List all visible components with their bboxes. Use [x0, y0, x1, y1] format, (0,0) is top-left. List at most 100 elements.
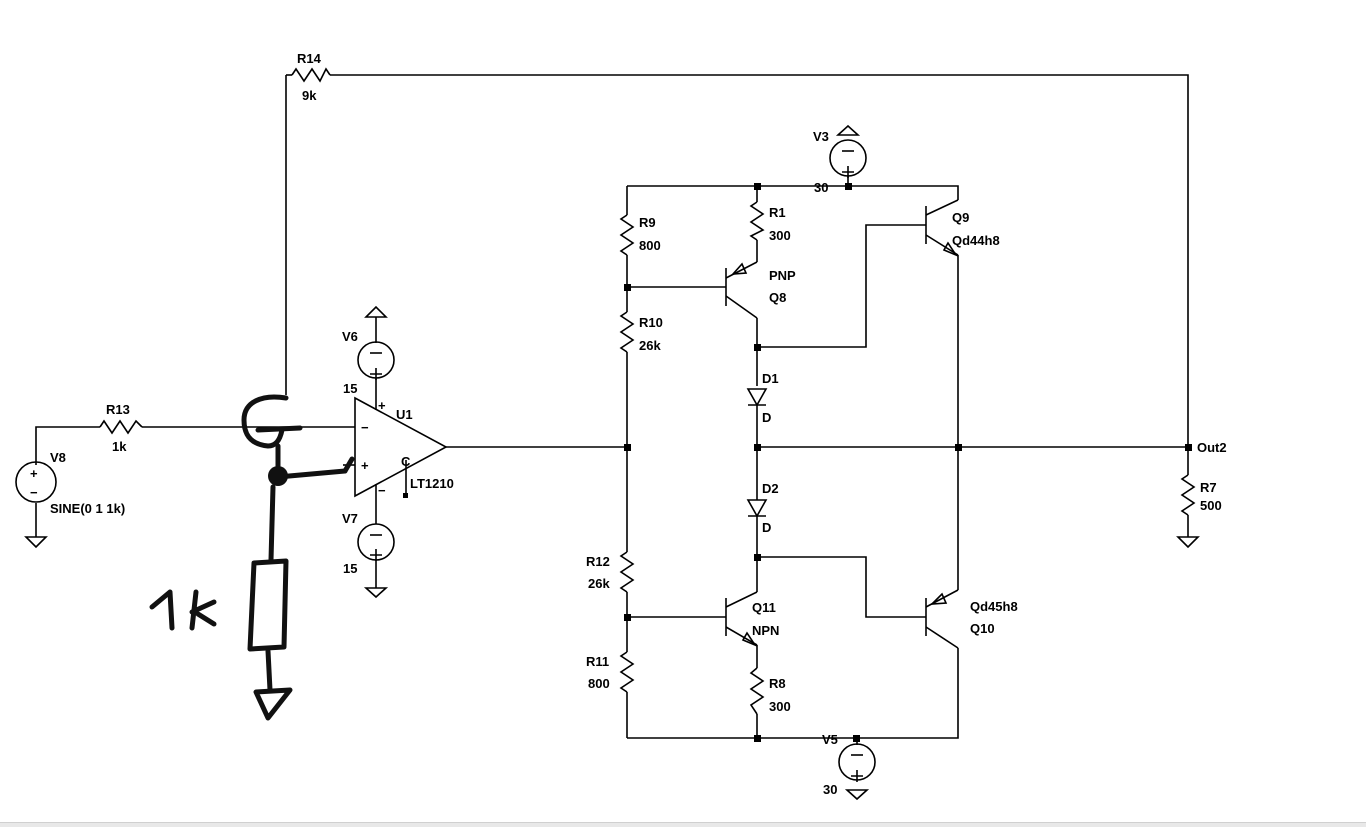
plus-mark	[851, 770, 863, 782]
r7-value: 500	[1200, 498, 1222, 513]
transistors	[725, 199, 959, 649]
r10-ref: R10	[639, 315, 663, 330]
q11-value: NPN	[752, 623, 779, 638]
wire-top-rail	[627, 185, 959, 200]
pen-ground	[253, 687, 293, 721]
q10-arrow	[929, 592, 948, 605]
wire-q10-base	[757, 556, 926, 618]
r1-ref: R1	[769, 205, 786, 220]
diode-d2	[746, 499, 768, 518]
q11-ref: Q11	[752, 600, 776, 615]
ground-icon	[364, 305, 388, 318]
v3-ref: V3	[813, 129, 829, 144]
v3-value: 30	[814, 180, 828, 195]
r11-ref: R11	[586, 654, 609, 669]
diode-d1	[746, 388, 768, 407]
ground-icon	[1176, 536, 1200, 549]
resistor-r9	[619, 214, 635, 256]
junction	[754, 444, 761, 451]
u1-ref: U1	[396, 407, 413, 422]
v6-value: 15	[343, 381, 357, 396]
handwritten-annotation	[149, 394, 355, 721]
v5-ref: V5	[822, 732, 838, 747]
junction	[624, 614, 631, 621]
v7-ref: V7	[342, 511, 358, 526]
source-v8	[15, 461, 57, 503]
q9-arrow	[942, 241, 959, 257]
q8-arrow	[731, 262, 748, 275]
v6-ref: V6	[342, 329, 358, 344]
svg-text:+: +	[378, 398, 386, 413]
d2-ref: D2	[762, 481, 779, 496]
voltage-sources: + −	[15, 139, 876, 782]
q10-ref: Q10	[970, 621, 995, 636]
v7-value: 15	[343, 561, 357, 576]
r12-value: 26k	[588, 576, 610, 591]
u1-value: LT1210	[410, 476, 454, 491]
pen-stroke	[275, 468, 348, 480]
r9-ref: R9	[639, 215, 656, 230]
labels: R14 9k R13 1k V8 SINE(0 1 1k) V6 15 V7 1…	[50, 51, 1227, 797]
junction	[754, 554, 761, 561]
v5-value: 30	[823, 782, 837, 797]
diodes	[746, 388, 768, 518]
q8-emitter	[725, 261, 758, 279]
r11-value: 800	[588, 676, 610, 691]
wire-bottom-rail	[627, 648, 959, 739]
junction	[754, 735, 761, 742]
ground-icon	[844, 789, 870, 801]
q9-collector	[925, 199, 959, 216]
wire-v8-top	[35, 426, 100, 465]
r1-value: 300	[769, 228, 791, 243]
q8-collector	[725, 295, 758, 319]
wires	[35, 74, 1189, 745]
status-bar	[0, 822, 1366, 827]
r7-ref: R7	[1200, 480, 1217, 495]
r10-value: 26k	[639, 338, 661, 353]
ground-icon	[835, 124, 861, 136]
resistor-symbols	[99, 67, 1196, 715]
pen-digit	[149, 589, 175, 631]
r13-value: 1k	[112, 439, 127, 454]
ground-icon	[24, 536, 48, 549]
pen-loop	[241, 394, 289, 449]
svg-text:−: −	[378, 483, 386, 498]
resistor-r10	[619, 311, 635, 353]
v8-ref: V8	[50, 450, 66, 465]
svg-text:−: −	[30, 485, 38, 500]
r14-value: 9k	[302, 88, 317, 103]
plus-mark	[842, 166, 854, 178]
junction	[624, 284, 631, 291]
q11-collector	[725, 591, 758, 608]
r9-value: 800	[639, 238, 661, 253]
resistor-r1	[749, 201, 765, 241]
ground-icon	[363, 587, 389, 599]
q8-ref: Q8	[769, 290, 786, 305]
junction	[1185, 444, 1192, 451]
junction	[845, 183, 852, 190]
resistor-r12	[619, 551, 635, 593]
opamp-triangle	[354, 396, 448, 498]
d1-value: D	[762, 410, 771, 425]
resistor-r7	[1180, 474, 1196, 516]
q10-collector	[925, 626, 959, 649]
r14-ref: R14	[297, 51, 322, 66]
r8-value: 300	[769, 699, 791, 714]
wire-feedback-top	[330, 74, 1189, 447]
resistor-r14	[291, 67, 331, 83]
junction	[955, 444, 962, 451]
q9-emitter	[925, 234, 959, 256]
junction	[624, 444, 631, 451]
pen-stroke	[255, 425, 303, 433]
d1-ref: D1	[762, 371, 779, 386]
junctions	[403, 183, 1192, 742]
pen-resistor	[247, 558, 289, 652]
q11-emitter	[725, 626, 758, 646]
pen-node	[268, 466, 288, 486]
d2-value: D	[762, 520, 771, 535]
pen-stroke	[268, 484, 276, 563]
resistor-r8	[749, 667, 765, 715]
plus-mark	[370, 549, 382, 561]
ground-symbols	[24, 124, 1200, 801]
